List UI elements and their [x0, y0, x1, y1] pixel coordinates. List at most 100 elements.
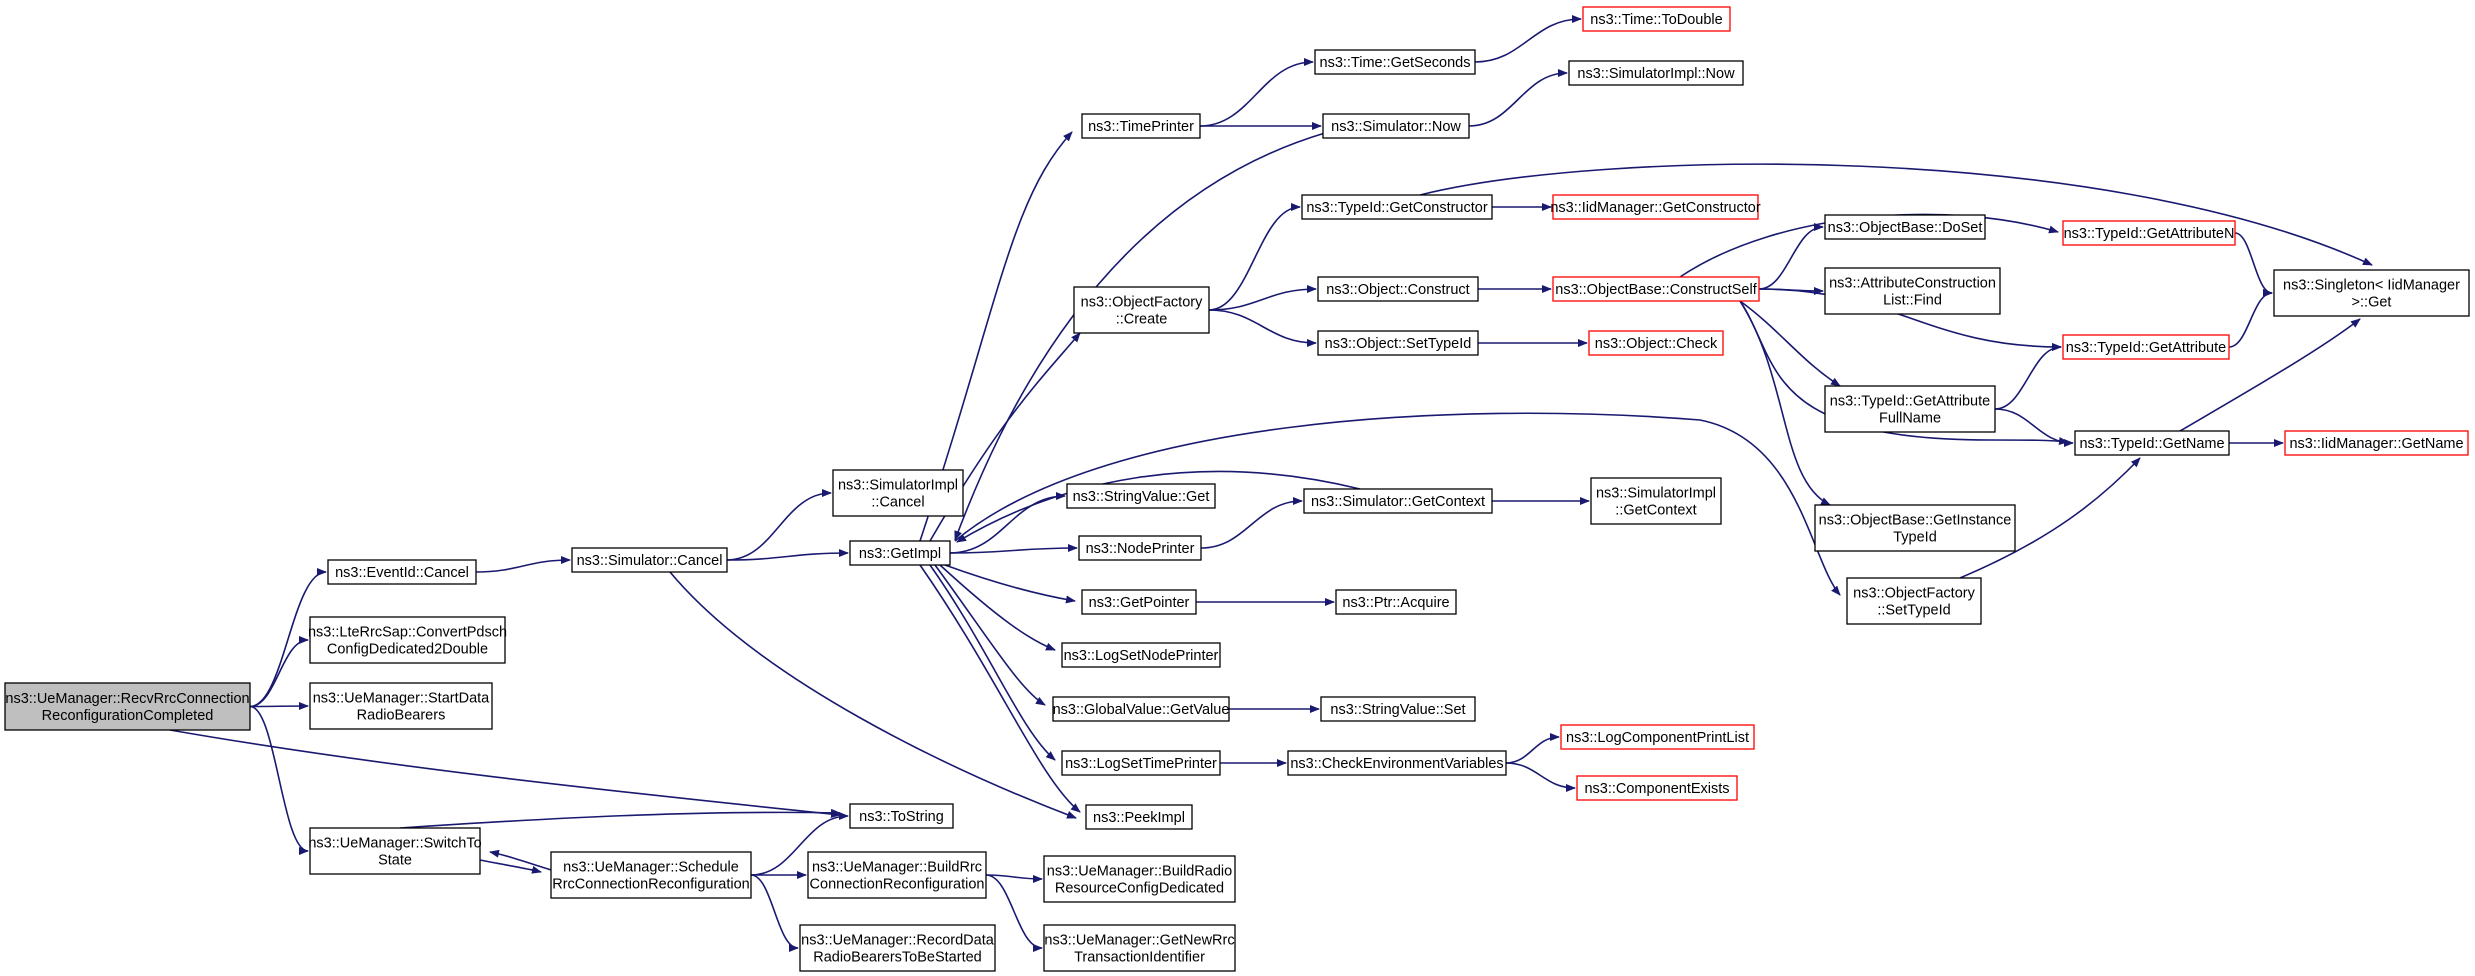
edge-objectbase_constructself-to-typeid_getattributefullname: [1739, 300, 1841, 387]
node-label: ns3::SimulatorImpl::Now: [1577, 66, 1735, 82]
node-logsettimeprinter[interactable]: ns3::LogSetTimePrinter: [1061, 750, 1221, 776]
node-box: [1085, 804, 1193, 830]
node-eventid_cancel[interactable]: ns3::EventId::Cancel: [327, 559, 477, 585]
node-box: [1824, 267, 2001, 315]
node-label: ns3::StringValue::Set: [1330, 702, 1465, 718]
node-buildrrc[interactable]: ns3::UeManager::BuildRrcConnectionReconf…: [807, 851, 987, 899]
node-time_todouble[interactable]: ns3::Time::ToDouble: [1582, 6, 1731, 32]
node-peekimpl[interactable]: ns3::PeekImpl: [1085, 804, 1193, 830]
edge-sim_getcontext-to-getimpl: [956, 470, 1361, 543]
node-typeid_getname[interactable]: ns3::TypeId::GetName: [2074, 430, 2230, 456]
node-label: ns3::Simulator::GetContext: [1311, 494, 1485, 510]
node-box: [1814, 504, 2016, 552]
edge-schedule-to-tostring: [750, 812, 849, 876]
node-logcomponentprintlist[interactable]: ns3::LogComponentPrintList: [1560, 724, 1755, 750]
node-object_settypeid[interactable]: ns3::Object::SetTypeId: [1317, 330, 1479, 356]
node-objfactory_create[interactable]: ns3::ObjectFactory::Create: [1073, 286, 1210, 334]
node-singleton_get[interactable]: ns3::Singleton< IidManager >::Get: [2273, 269, 2470, 317]
node-box: [309, 682, 493, 730]
node-label: ns3::LogComponentPrintList: [1566, 730, 1749, 746]
node-box: [1081, 589, 1197, 615]
node-tostring[interactable]: ns3::ToString: [849, 803, 954, 829]
node-typeid_getattributen[interactable]: ns3::TypeId::GetAttributeN: [2062, 220, 2236, 246]
node-simimpl_now[interactable]: ns3::SimulatorImpl::Now: [1568, 60, 1744, 86]
node-ptr_acquire[interactable]: ns3::Ptr::Acquire: [1335, 589, 1457, 615]
node-box: [309, 827, 481, 875]
edge-typeid_getattributefullname-to-typeid_getname: [1994, 408, 2074, 447]
node-label: ns3::Ptr::Acquire: [1342, 595, 1449, 611]
node-box: [571, 547, 728, 573]
node-box: [1824, 385, 1996, 433]
node-label: ns3::TypeId::GetAttributeN: [2064, 226, 2235, 242]
node-iidmanager_getconstructor[interactable]: ns3::IidManager::GetConstructor: [1550, 194, 1761, 220]
node-schedule[interactable]: ns3::UeManager::ScheduleRrcConnectionRec…: [550, 851, 752, 899]
node-objectbase_doset[interactable]: ns3::ObjectBase::DoSet: [1824, 214, 1986, 240]
node-objfactory_settypeid[interactable]: ns3::ObjectFactory::SetTypeId: [1846, 577, 1982, 625]
edge-objectbase_constructself-to-objectbase_getinstancetypeid: [1739, 300, 1831, 506]
node-ltercsap[interactable]: ns3::LteRrcSap::ConvertPdschConfigDedica…: [308, 616, 507, 664]
node-label: ns3::AttributeConstruction: [1829, 276, 1996, 292]
node-getnewrrc[interactable]: ns3::UeManager::GetNewRrcTransactionIden…: [1043, 924, 1236, 972]
node-label: ::Cancel: [871, 495, 924, 511]
node-typeid_getconstructor[interactable]: ns3::TypeId::GetConstructor: [1301, 194, 1493, 220]
node-object_check[interactable]: ns3::Object::Check: [1588, 330, 1724, 356]
node-nodeprinter[interactable]: ns3::NodePrinter: [1078, 535, 1202, 561]
node-componentexists[interactable]: ns3::ComponentExists: [1576, 775, 1738, 801]
edge-objfactory_create-to-typeid_getconstructor: [1208, 203, 1301, 311]
edge-getimpl-to-logsetnodeprinter: [939, 564, 1056, 651]
node-stringvalue_set[interactable]: ns3::StringValue::Set: [1320, 696, 1476, 722]
node-label: ns3::EventId::Cancel: [335, 565, 469, 581]
node-label: ns3::TypeId::GetAttribute: [1830, 394, 1990, 410]
edge-sim_now-to-getimpl: [954, 132, 1326, 541]
node-sim_now[interactable]: ns3::Simulator::Now: [1322, 113, 1470, 139]
edge-recv-to-switchto: [249, 705, 309, 855]
node-buildradio[interactable]: ns3::UeManager::BuildRadioResourceConfig…: [1043, 855, 1236, 903]
edge-getimpl-to-objfactory_settypeid: [954, 412, 1841, 596]
node-time_getseconds[interactable]: ns3::Time::GetSeconds: [1314, 49, 1476, 75]
node-box: [1043, 924, 1236, 972]
node-box: [1061, 750, 1221, 776]
node-box: [849, 540, 951, 566]
node-getpointer[interactable]: ns3::GetPointer: [1081, 589, 1197, 615]
node-label: ::Create: [1116, 312, 1168, 328]
node-sim_cancel[interactable]: ns3::Simulator::Cancel: [571, 547, 728, 573]
node-box: [1303, 488, 1493, 514]
node-checkenv[interactable]: ns3::CheckEnvironmentVariables: [1287, 750, 1507, 776]
node-sim_getcontext[interactable]: ns3::Simulator::GetContext: [1303, 488, 1493, 514]
edge-typeid_getconstructor-to-singleton_get: [1419, 163, 2373, 266]
node-box: [2074, 430, 2230, 456]
edge-switchto-to-schedule: [479, 859, 542, 874]
node-label: ns3::SimulatorImpl: [838, 478, 958, 494]
node-timeprinter[interactable]: ns3::TimePrinter: [1081, 113, 1201, 139]
node-typeid_getattribute[interactable]: ns3::TypeId::GetAttribute: [2062, 334, 2230, 360]
edge-sim_now-to-simimpl_now: [1468, 69, 1568, 127]
node-logsetnodeprinter[interactable]: ns3::LogSetNodePrinter: [1061, 642, 1221, 668]
edge-recv-to-ltercsap: [249, 636, 309, 708]
node-label: ns3::ComponentExists: [1584, 781, 1729, 797]
edge-getimpl-to-timeprinter: [919, 131, 1073, 542]
node-box: [4, 682, 251, 731]
edge-recv-to-tostring: [169, 729, 841, 819]
node-label: ns3::Object::Check: [1595, 336, 1718, 352]
node-stringvalue_get[interactable]: ns3::StringValue::Get: [1066, 483, 1216, 509]
node-box: [2284, 430, 2469, 456]
node-globalvalue_get[interactable]: ns3::GlobalValue::GetValue: [1052, 696, 1230, 722]
node-simimpl_getcontext[interactable]: ns3::SimulatorImpl::GetContext: [1590, 477, 1722, 525]
node-getimpl[interactable]: ns3::GetImpl: [849, 540, 951, 566]
node-label: ns3::UeManager::SwitchTo: [308, 836, 481, 852]
node-label: State: [378, 853, 412, 869]
node-object_construct[interactable]: ns3::Object::Construct: [1317, 276, 1479, 302]
node-box: [1576, 775, 1738, 801]
node-recorddata[interactable]: ns3::UeManager::RecordDataRadioBearersTo…: [799, 924, 996, 972]
node-simimpl_cancel[interactable]: ns3::SimulatorImpl::Cancel: [832, 469, 964, 517]
node-box: [807, 851, 987, 899]
node-label: TypeId: [1893, 530, 1937, 546]
node-recv: ns3::UeManager::RecvRrcConnectionReconfi…: [4, 682, 251, 731]
node-iidmanager_getname[interactable]: ns3::IidManager::GetName: [2284, 430, 2469, 456]
node-objectbase_constructself[interactable]: ns3::ObjectBase::ConstructSelf: [1552, 276, 1760, 302]
